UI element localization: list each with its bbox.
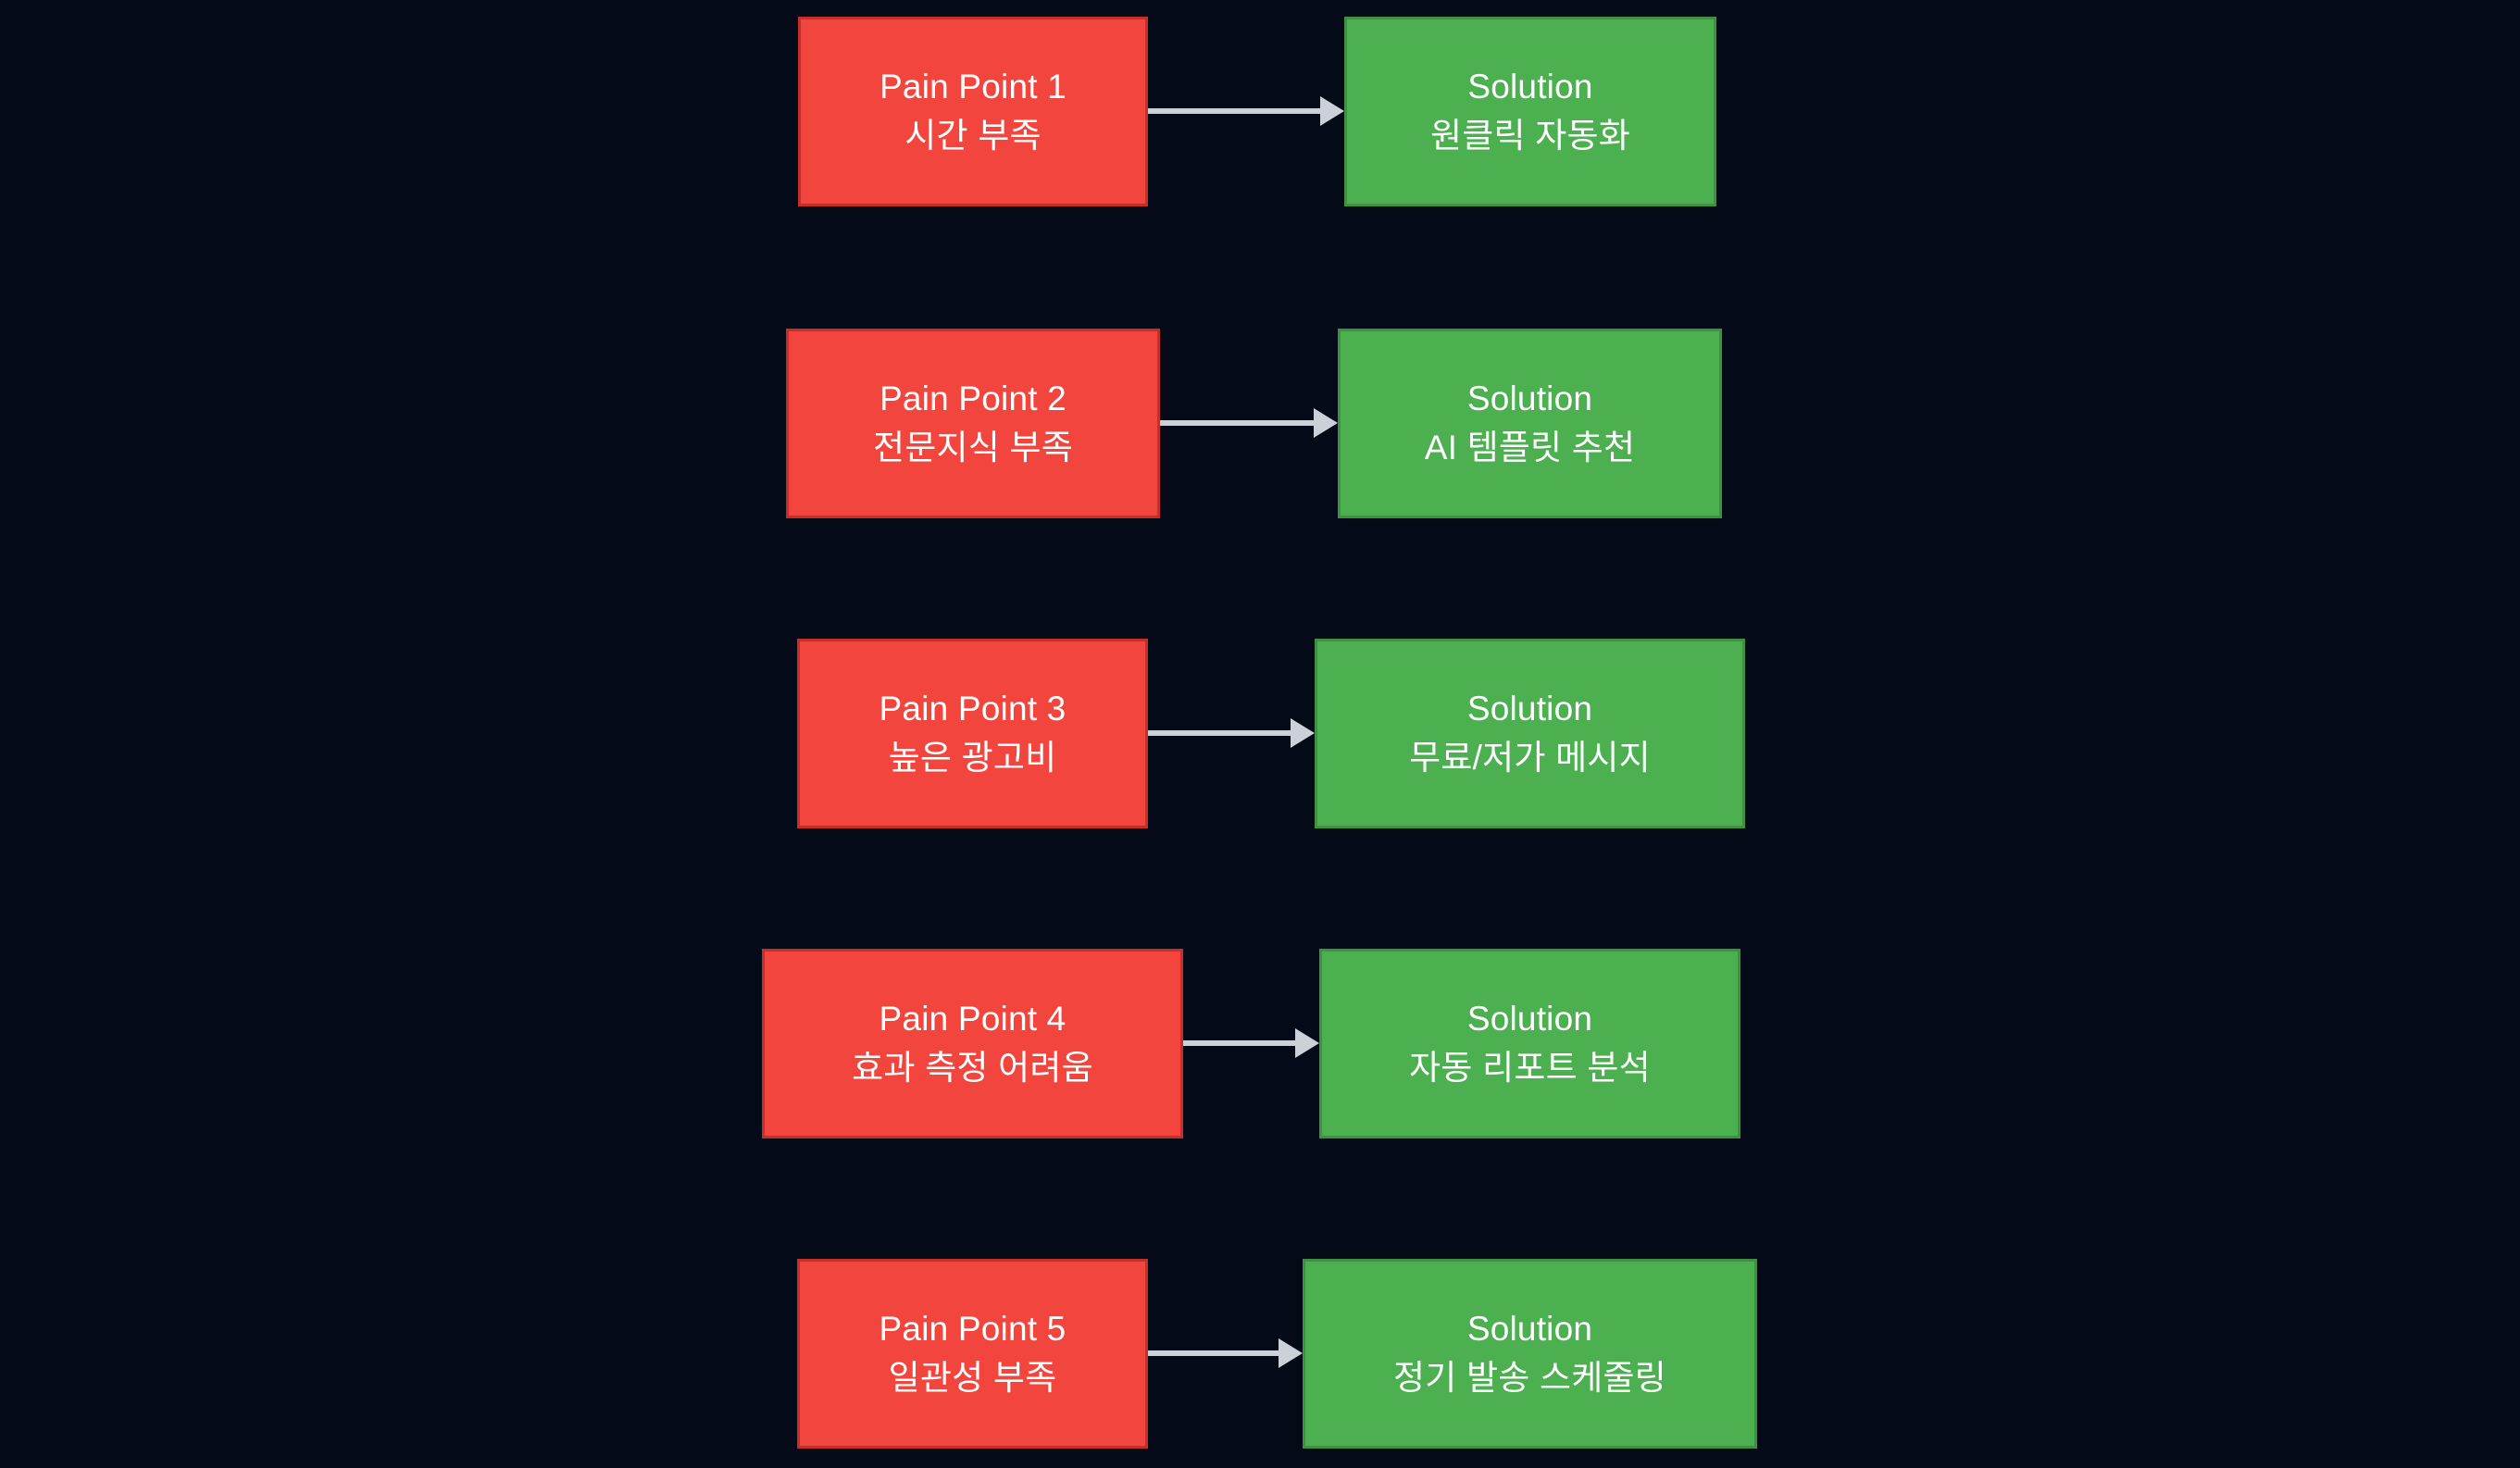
- pain-point-description-4: 효과 측정 어려움: [852, 1048, 1093, 1087]
- pain-point-description-1: 시간 부족: [904, 116, 1042, 155]
- solution-title-1: Solution: [1467, 67, 1593, 106]
- arrow-head-5: [1279, 1338, 1303, 1368]
- solution-node-3[interactable]: Solution 무료/저가 메시지: [1315, 639, 1745, 828]
- pain-point-description-2: 전문지식 부족: [873, 428, 1073, 467]
- solution-node-2[interactable]: Solution AI 템플릿 추천: [1338, 329, 1722, 518]
- solution-title-4: Solution: [1466, 999, 1593, 1038]
- pain-point-node-3[interactable]: Pain Point 3 높은 광고비: [797, 639, 1148, 828]
- solution-description-2: AI 템플릿 추천: [1424, 428, 1636, 467]
- solution-description-4: 자동 리포트 분석: [1409, 1048, 1651, 1087]
- arrow-shaft-5: [1148, 1350, 1280, 1356]
- arrow-shaft-1: [1148, 108, 1322, 114]
- pain-point-description-3: 높은 광고비: [888, 738, 1057, 777]
- arrow-shaft-3: [1148, 730, 1292, 736]
- pain-point-title-1: Pain Point 1: [880, 67, 1067, 106]
- pain-point-node-5[interactable]: Pain Point 5 일관성 부족: [797, 1259, 1148, 1449]
- solution-description-5: 정기 발송 스케줄링: [1393, 1358, 1666, 1397]
- pain-point-node-1[interactable]: Pain Point 1 시간 부족: [798, 17, 1148, 206]
- solution-title-2: Solution: [1466, 379, 1593, 417]
- solution-description-1: 원클릭 자동화: [1430, 116, 1630, 155]
- pain-point-node-4[interactable]: Pain Point 4 효과 측정 어려움: [762, 949, 1183, 1138]
- arrow-head-2: [1314, 408, 1338, 438]
- solution-description-3: 무료/저가 메시지: [1409, 738, 1651, 777]
- arrow-shaft-4: [1183, 1040, 1297, 1046]
- arrow-head-4: [1295, 1028, 1319, 1058]
- arrow-head-1: [1320, 96, 1344, 126]
- solution-node-4[interactable]: Solution 자동 리포트 분석: [1319, 949, 1740, 1138]
- arrow-head-3: [1291, 718, 1315, 748]
- pain-point-title-2: Pain Point 2: [880, 379, 1067, 417]
- pain-point-title-4: Pain Point 4: [879, 999, 1067, 1038]
- pain-point-node-2[interactable]: Pain Point 2 전문지식 부족: [786, 329, 1160, 518]
- solution-title-5: Solution: [1466, 1309, 1593, 1348]
- solution-title-3: Solution: [1466, 689, 1593, 728]
- arrow-shaft-2: [1160, 420, 1316, 426]
- pain-point-title-3: Pain Point 3: [879, 689, 1067, 728]
- pain-point-title-5: Pain Point 5: [879, 1309, 1067, 1348]
- solution-node-1[interactable]: Solution 원클릭 자동화: [1344, 17, 1716, 206]
- pain-point-description-5: 일관성 부족: [888, 1358, 1057, 1397]
- solution-node-5[interactable]: Solution 정기 발송 스케줄링: [1303, 1259, 1757, 1449]
